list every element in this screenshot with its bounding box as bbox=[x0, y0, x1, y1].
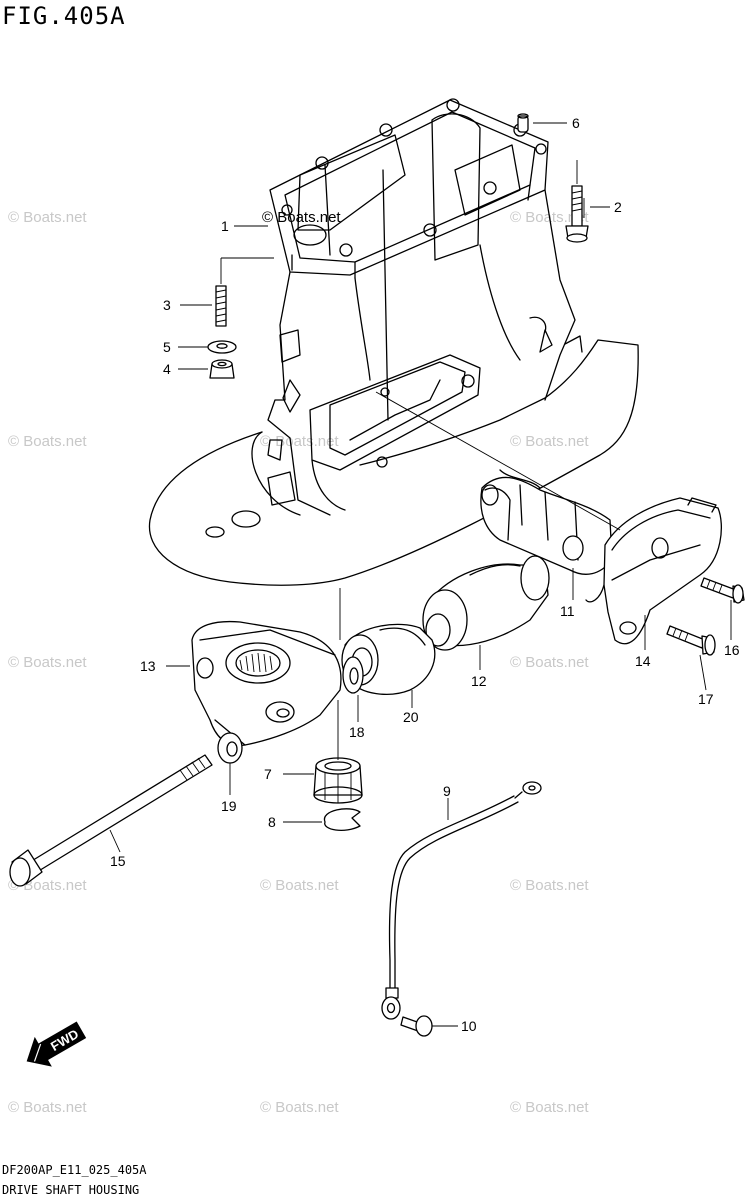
callout-7: 7 bbox=[264, 766, 272, 782]
part-7-nut bbox=[313, 757, 363, 804]
watermark: © Boats.net bbox=[260, 877, 339, 894]
callout-3: 3 bbox=[163, 297, 171, 313]
watermark: © Boats.net bbox=[260, 1099, 339, 1116]
part-6-dowel-pin bbox=[517, 113, 529, 133]
leader-lines bbox=[109, 122, 732, 1027]
watermark: © Boats.net bbox=[510, 1099, 589, 1116]
drive-shaft-housing bbox=[148, 98, 639, 586]
callout-2: 2 bbox=[614, 199, 622, 215]
watermark: © Boats.net bbox=[8, 1099, 87, 1116]
part-19-washer bbox=[217, 732, 243, 764]
watermark: © Boats.net bbox=[260, 433, 339, 450]
callout-6: 6 bbox=[572, 115, 580, 131]
callout-17: 17 bbox=[698, 691, 714, 707]
callout-4: 4 bbox=[163, 361, 171, 377]
watermark: © Boats.net bbox=[510, 433, 589, 450]
figure-title: FIG.405A bbox=[2, 2, 126, 30]
alignment-lines bbox=[337, 391, 621, 760]
figure-name: DRIVE SHAFT HOUSING bbox=[2, 1183, 140, 1197]
callout-19: 19 bbox=[221, 798, 237, 814]
callout-20: 20 bbox=[403, 709, 419, 725]
watermark: © Boats.net bbox=[8, 433, 87, 450]
part-8-retaining-clip bbox=[324, 808, 361, 832]
callout-5: 5 bbox=[163, 339, 171, 355]
callout-8: 8 bbox=[268, 814, 276, 830]
part-16-bolt bbox=[700, 577, 745, 604]
callout-13: 13 bbox=[140, 658, 156, 674]
callout-16: 16 bbox=[724, 642, 740, 658]
part-11-mount-rubber bbox=[480, 469, 613, 575]
part-5-washer bbox=[207, 340, 237, 354]
callout-11: 11 bbox=[560, 603, 575, 619]
callout-12: 12 bbox=[471, 673, 487, 689]
watermark: © Boats.net bbox=[8, 654, 87, 671]
watermark: © Boats.net bbox=[510, 654, 589, 671]
part-17-bolt bbox=[666, 625, 716, 656]
watermark: © Boats.net bbox=[262, 209, 341, 226]
callout-15: 15 bbox=[110, 853, 126, 869]
figure-code: DF200AP_E11_025_405A bbox=[2, 1163, 147, 1177]
part-3-stud bbox=[215, 285, 227, 327]
part-2-bolt bbox=[565, 185, 589, 243]
callout-9: 9 bbox=[443, 783, 451, 799]
watermark: © Boats.net bbox=[510, 877, 589, 894]
part-9-ground-wire bbox=[381, 781, 542, 1020]
watermark: © Boats.net bbox=[8, 209, 87, 226]
part-18-washer bbox=[342, 656, 364, 694]
callout-1: 1 bbox=[221, 218, 229, 234]
callouts: 1 2 3 4 5 6 7 8 9 10 11 12 13 14 15 16 1… bbox=[110, 115, 740, 1034]
part-14-mount-bracket bbox=[585, 497, 722, 645]
part-10-screw bbox=[400, 1015, 433, 1037]
part-15-long-bolt bbox=[9, 754, 213, 887]
part-4-nut bbox=[209, 359, 235, 379]
callout-14: 14 bbox=[635, 653, 651, 669]
fwd-arrow-icon: FWD bbox=[26, 1021, 87, 1067]
part-13-lower-mount-housing bbox=[191, 620, 342, 747]
part-12-mount-cylinder bbox=[422, 555, 550, 651]
callout-18: 18 bbox=[349, 724, 365, 740]
callout-10: 10 bbox=[461, 1018, 477, 1034]
